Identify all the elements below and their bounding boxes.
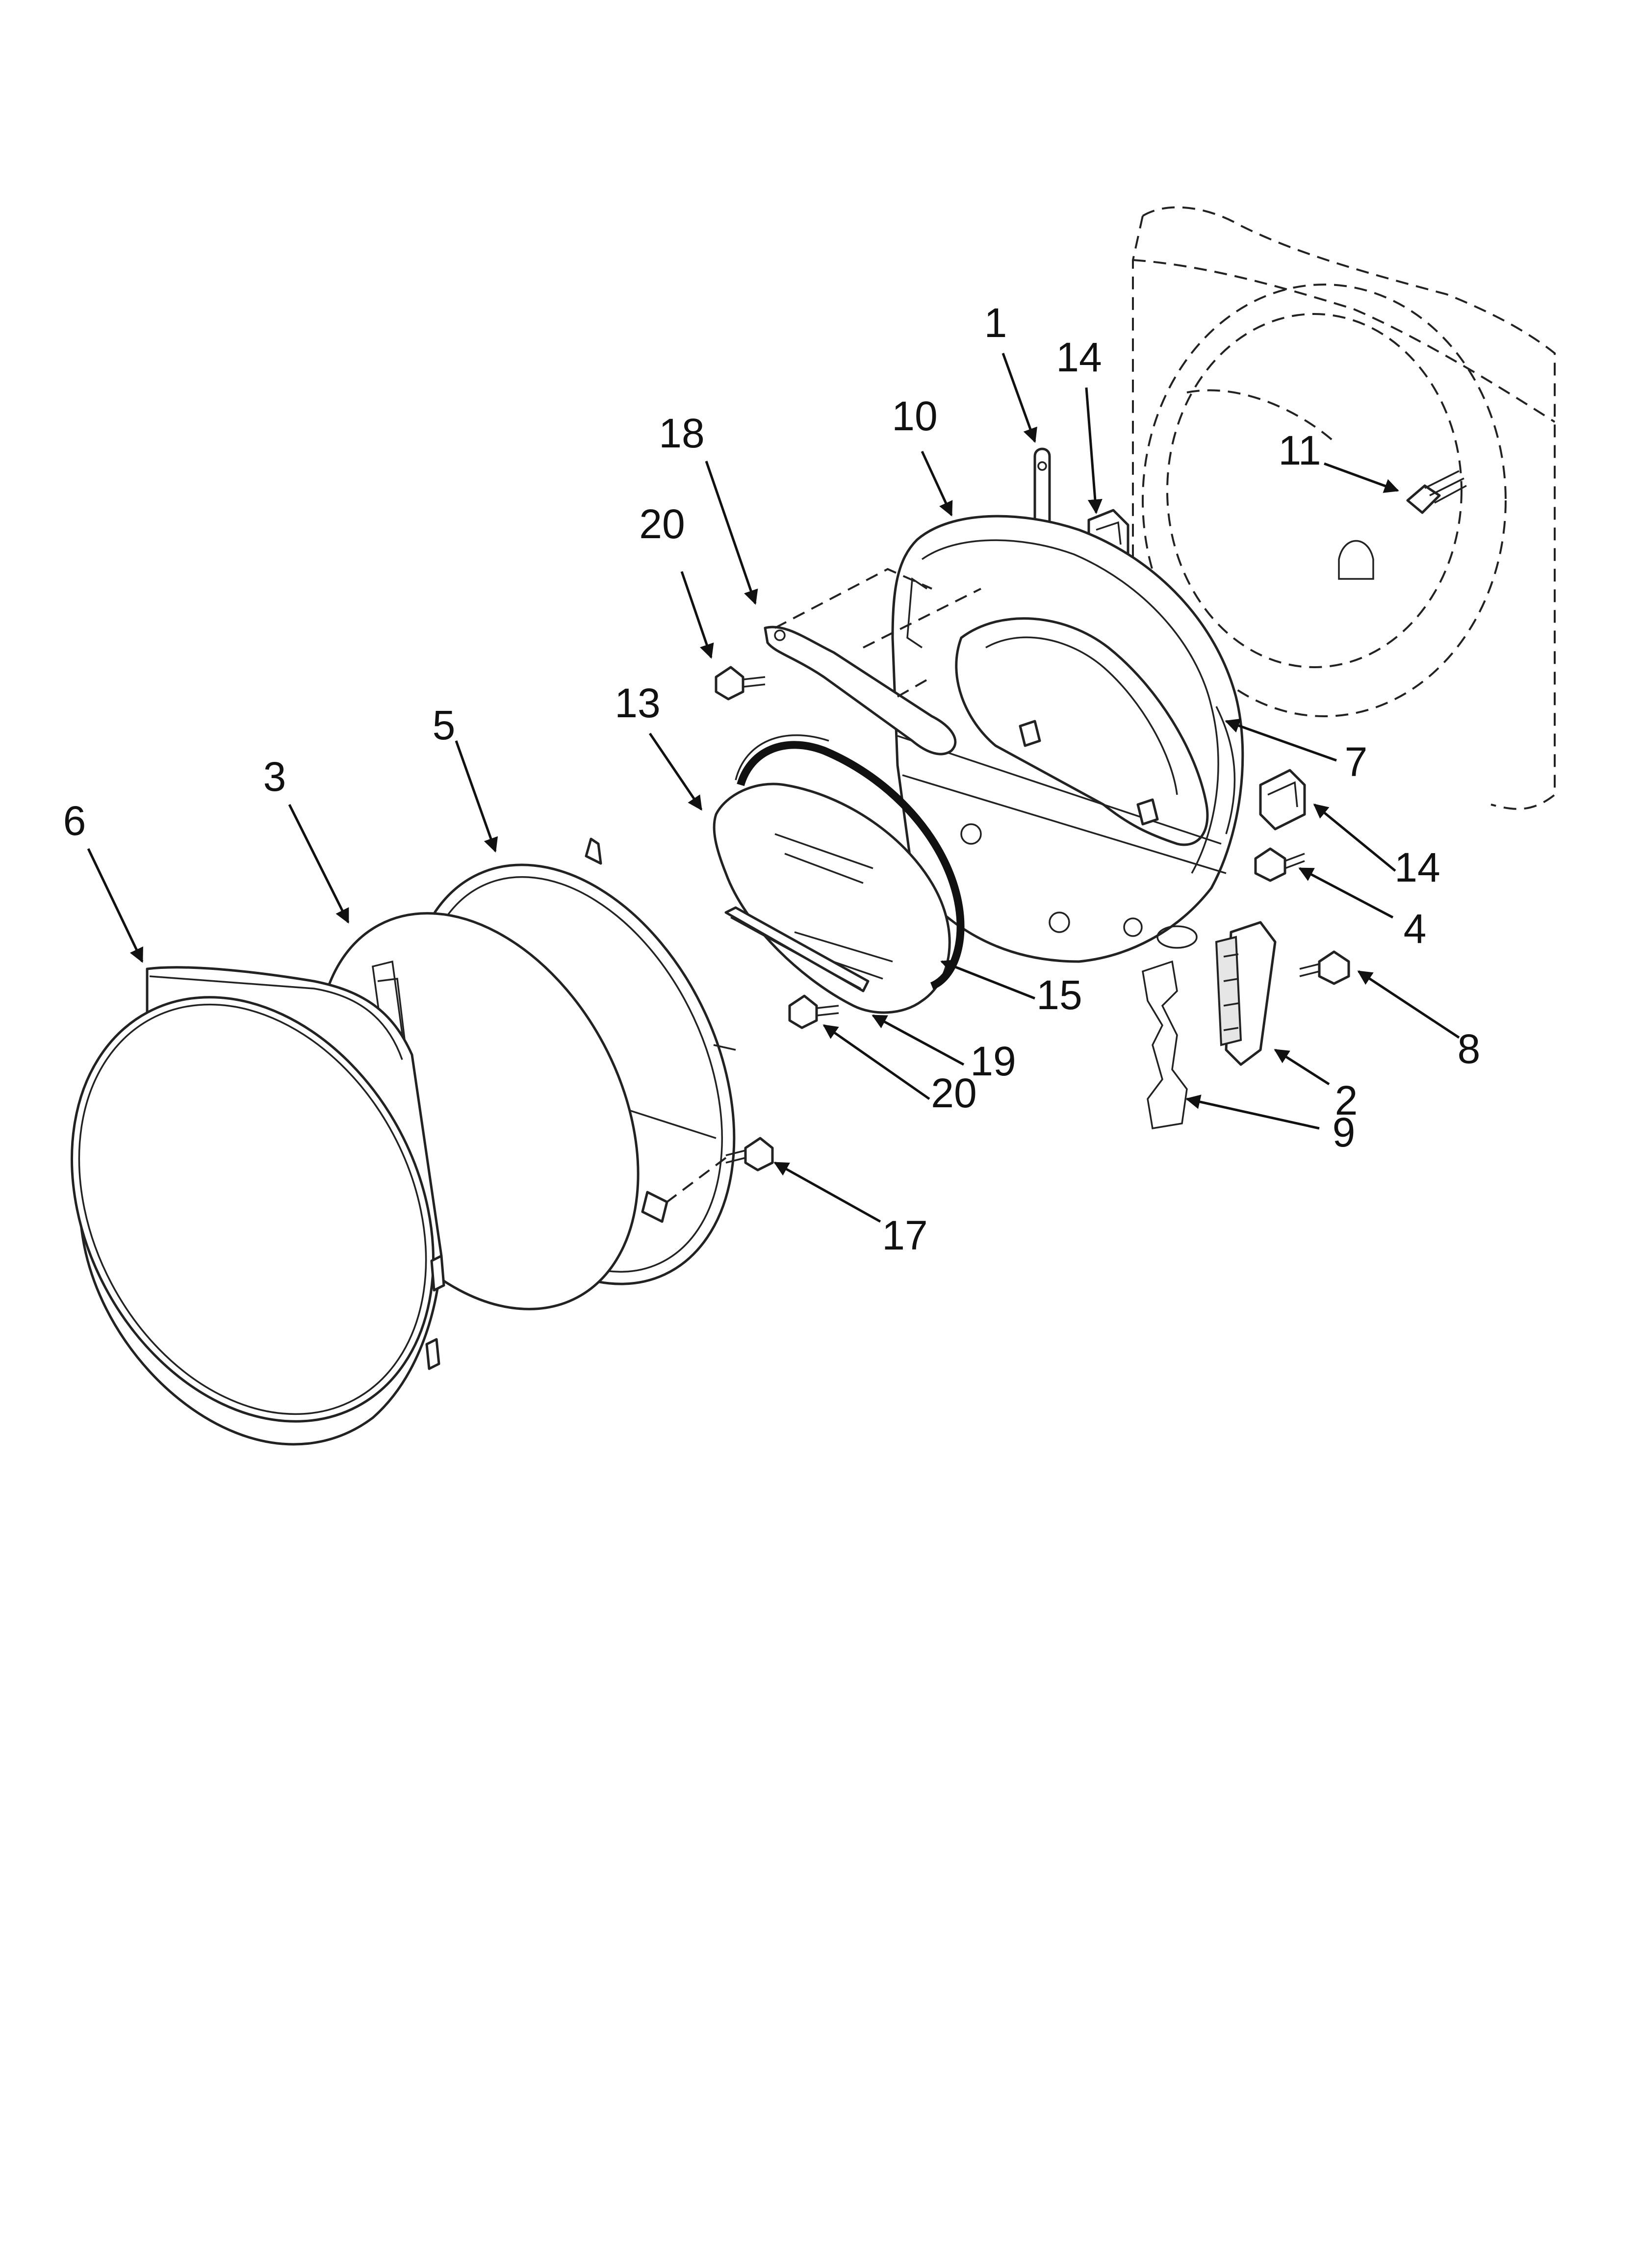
callout-18: 18 bbox=[659, 410, 704, 456]
screw-17 bbox=[666, 1137, 774, 1203]
callout-8: 8 bbox=[1458, 1026, 1481, 1072]
hinge-plate-9 bbox=[1142, 960, 1188, 1130]
callout-14-upper: 14 bbox=[1056, 334, 1102, 380]
callout-2: 2 bbox=[1335, 1077, 1358, 1123]
callout-17: 17 bbox=[882, 1212, 927, 1258]
outer-door-6 bbox=[71, 966, 445, 1446]
seal-7 bbox=[1215, 706, 1236, 834]
callout-20-lower: 20 bbox=[931, 1070, 976, 1116]
hinge-strap-18 bbox=[764, 568, 981, 756]
callout-15: 15 bbox=[1036, 972, 1082, 1018]
inner-door-frame-10 bbox=[891, 515, 1244, 963]
screw-20-lower bbox=[788, 994, 839, 1029]
callout-3: 3 bbox=[263, 754, 286, 800]
screw-20-upper bbox=[715, 666, 766, 701]
hinge-2 bbox=[1215, 921, 1277, 1066]
callout-4: 4 bbox=[1404, 906, 1427, 952]
callout-1: 1 bbox=[984, 300, 1007, 346]
door-glass-13 bbox=[713, 782, 951, 1014]
callout-20-upper: 20 bbox=[639, 501, 685, 547]
callout-6: 6 bbox=[63, 798, 86, 844]
callout-5: 5 bbox=[433, 702, 456, 748]
leader-lines bbox=[87, 353, 1460, 1223]
striker-14-lower bbox=[1259, 769, 1306, 831]
callout-labels: 1 2 3 4 5 6 7 8 9 10 11 13 14 14 15 17 1… bbox=[63, 300, 1481, 1258]
bracket-19 bbox=[724, 906, 870, 992]
screw-4 bbox=[1254, 847, 1305, 882]
screw-11 bbox=[1406, 470, 1467, 514]
callout-10: 10 bbox=[892, 393, 937, 439]
callout-7: 7 bbox=[1345, 739, 1368, 785]
screw-8 bbox=[1299, 950, 1350, 985]
callout-13: 13 bbox=[615, 680, 660, 726]
callout-9: 9 bbox=[1333, 1109, 1356, 1155]
cabinet-outline bbox=[1132, 206, 1556, 810]
hinge-clip-1 bbox=[1033, 447, 1051, 529]
door-gasket-15 bbox=[735, 734, 965, 990]
callout-11: 11 bbox=[1278, 427, 1321, 473]
callout-19: 19 bbox=[970, 1038, 1016, 1084]
callout-14-lower: 14 bbox=[1394, 844, 1440, 890]
